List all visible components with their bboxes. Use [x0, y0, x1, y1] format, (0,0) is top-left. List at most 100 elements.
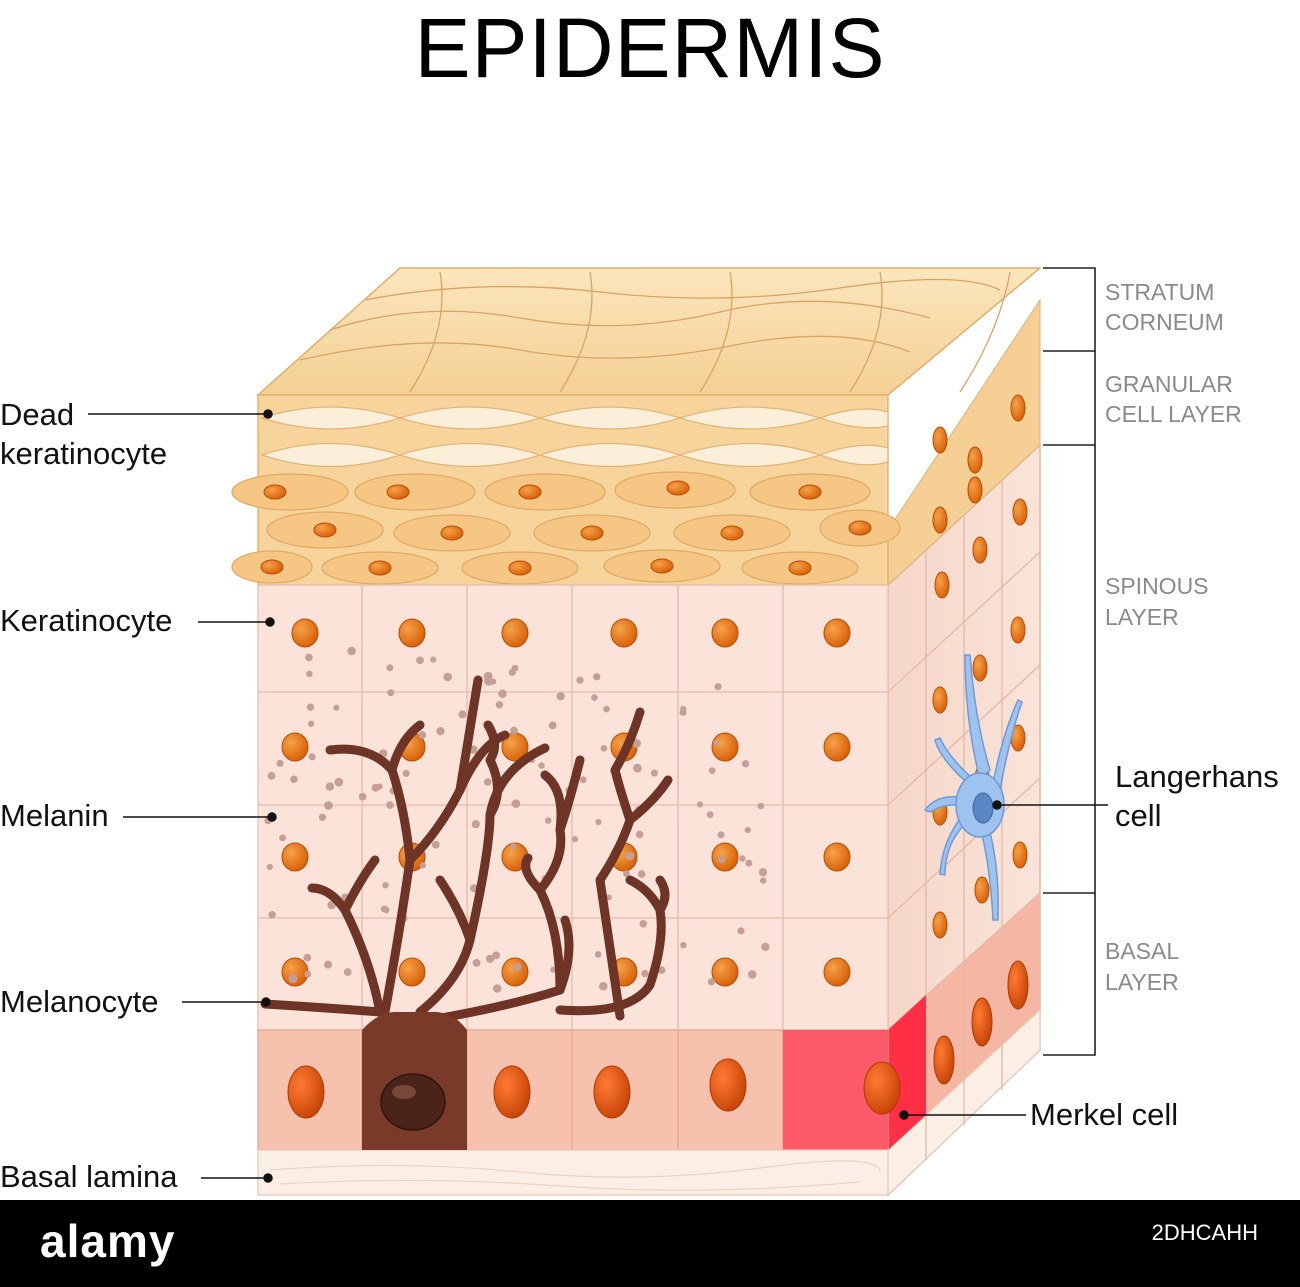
granular-nucleus [368, 560, 392, 576]
melanin-granule [306, 703, 315, 711]
melanin-granule [650, 769, 658, 777]
granular-nucleus [313, 522, 337, 538]
label-dead-keratinocyte-line1: Dead [0, 397, 75, 432]
granular-nucleus [386, 484, 410, 500]
melanin-granule [436, 727, 445, 736]
melanin-granule [717, 831, 725, 839]
spinous-nucleus [501, 957, 529, 987]
melanin-granule [492, 984, 502, 993]
side-nucleus [967, 476, 983, 504]
melanin-granule [679, 708, 687, 716]
melanin-granule [484, 778, 492, 786]
brand-logo: alamy [40, 1215, 176, 1267]
melanin-granule [472, 959, 481, 967]
granular-nucleus [263, 484, 287, 500]
melanin-granule [761, 942, 770, 952]
melanin-granule [418, 731, 427, 739]
melanin-granule [594, 951, 602, 958]
melanin-granule [343, 968, 352, 976]
side-nucleus [1012, 498, 1028, 526]
melanin-granule [386, 664, 394, 672]
melanin-granule [498, 689, 507, 698]
melanin-granule [593, 673, 601, 681]
melanin-granule [550, 966, 557, 973]
melanin-granule [639, 920, 648, 928]
melanin-granule [741, 760, 750, 768]
melanin-granule [334, 777, 344, 787]
melanin-granule [307, 720, 315, 727]
melanin-granule [305, 653, 313, 662]
melanin-granule [718, 856, 726, 864]
melanin-granule [376, 783, 383, 790]
melanin-granule [707, 978, 716, 986]
basal-nucleus [493, 1065, 531, 1119]
granular-nucleus [798, 484, 822, 500]
melanin-granule [324, 801, 333, 810]
basal-side-nucleus [971, 997, 993, 1047]
side-nucleus [1010, 394, 1026, 422]
spinous-nucleus [398, 957, 426, 987]
melanin-granule [680, 941, 687, 949]
melanin-granule [513, 963, 522, 972]
layer-spinous-line1: SPINOUS [1105, 573, 1209, 599]
melanin-granule [632, 739, 641, 748]
granular-nucleus [788, 560, 812, 576]
melanin-granule [737, 927, 745, 935]
melanin-granule [623, 870, 630, 878]
layer-spinous-line2: LAYER [1105, 604, 1179, 630]
spinous-nucleus [281, 842, 309, 872]
melanin-granule [538, 762, 545, 769]
melanin-granule [625, 851, 635, 861]
melanin-granule [744, 827, 751, 834]
granular-nucleus [848, 520, 872, 536]
melanin-granule [347, 646, 356, 656]
label-langerhans-line1: Langerhans [1115, 759, 1279, 794]
top-surface [256, 267, 1043, 396]
melanin-granule [402, 769, 410, 777]
melanin-granule [483, 671, 493, 681]
melanin-granule [268, 911, 276, 919]
layer-basal-line1: BASAL [1105, 938, 1180, 964]
melanocyte [260, 675, 673, 1150]
spinous-nucleus [501, 618, 529, 648]
side-nucleus [934, 571, 950, 599]
layer-granular-line1: GRANULAR [1105, 371, 1233, 397]
melanin-granule [510, 843, 517, 850]
melanin-granule [576, 676, 584, 684]
melanin-granule [308, 753, 316, 761]
side-nucleus [932, 506, 948, 534]
side-nucleus [932, 911, 948, 939]
spinous-nucleus [281, 732, 309, 762]
melanin-granule [333, 704, 340, 711]
granular-nucleus [440, 525, 464, 541]
image-id: 2DHCAHH [1151, 1220, 1258, 1245]
melanin-granule [706, 811, 714, 819]
layer-brackets [1043, 267, 1096, 1056]
melanin-granule [511, 799, 521, 808]
melanin-granule [641, 969, 649, 978]
melanin-granule [556, 692, 565, 701]
melanin-granule [739, 855, 746, 862]
melanin-granule [760, 877, 767, 884]
side-nucleus [972, 654, 988, 682]
melanin-granule [318, 813, 327, 821]
melanin-granule [324, 960, 333, 969]
basal-nucleus [709, 1058, 747, 1112]
label-basal-lamina: Basal lamina [0, 1159, 178, 1194]
melanin-granule [303, 953, 312, 962]
melanin-granule [443, 672, 453, 682]
melanin-granule [306, 670, 313, 678]
granular-nucleus [666, 480, 690, 496]
granular-nucleus [518, 484, 542, 500]
granular-nucleus [650, 558, 674, 574]
melanin-granule [304, 970, 312, 978]
melanin-granule [276, 759, 284, 767]
melanin-granule [279, 834, 286, 842]
front-basal-layer [257, 1029, 889, 1151]
spinous-nucleus [610, 618, 638, 648]
melanin-granule [708, 767, 716, 774]
melanin-granule [599, 982, 608, 991]
label-melanocyte: Melanocyte [0, 984, 159, 1019]
melanin-granule [714, 683, 722, 691]
